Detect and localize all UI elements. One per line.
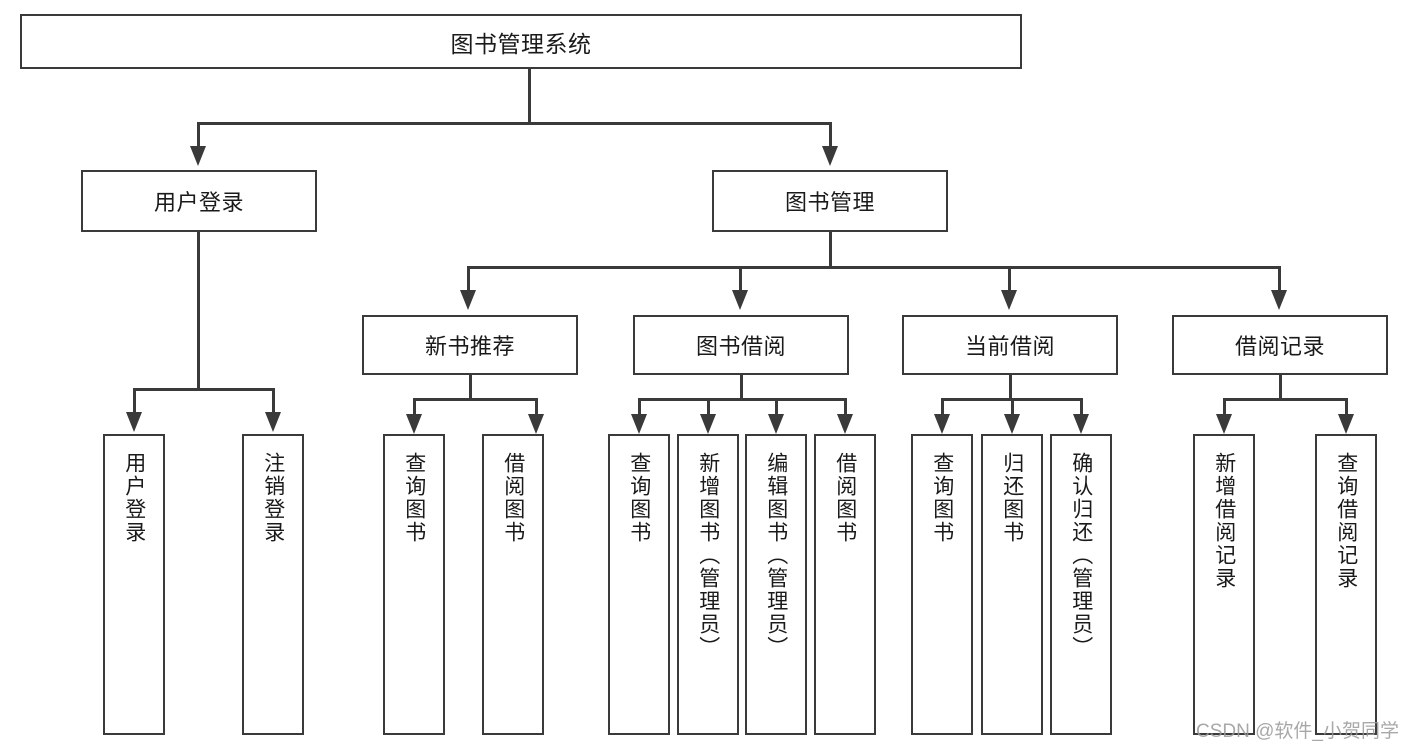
leaf-currentborrow-query-book[interactable]: 查询图书 [911,434,973,735]
arrow-bookmgmt-to-book-borrow [732,290,748,310]
arrow-currentborrow-leaf-1 [934,414,950,434]
arrow-user-login-leaf-2 [265,412,281,432]
connector-bookborrow-drop-4 [844,398,847,414]
connector-bookborrow-drop-2 [707,398,710,414]
connector-user-login-drop-1 [133,388,136,412]
node-label: 当前借阅 [964,334,1055,359]
connector-bookmgmt-drop-4 [1278,266,1281,290]
connector-bookborrow-drop-3 [775,398,778,414]
arrow-bookborrow-leaf-1 [631,414,647,434]
node-label: 用户登录 [153,190,244,215]
connector-bookmgmt-drop-2 [739,266,742,290]
leaf-borrowrecord-query-record[interactable]: 查询借阅记录 [1315,434,1377,735]
connector-newbook-bus [413,398,537,401]
arrow-borrowrecord-leaf-1 [1216,414,1232,434]
leaf-label: 新增图书（管理员） [696,452,720,659]
node-label: 图书管理 [784,190,875,215]
node-label: 新书推荐 [424,334,515,359]
leaf-bookborrow-query-book[interactable]: 查询图书 [608,434,670,735]
leaf-borrowrecord-add-record[interactable]: 新增借阅记录 [1193,434,1255,735]
leaf-label: 查询图书 [402,452,426,544]
connector-root-to-user-login [197,122,200,146]
connector-book-mgmt-stem [829,232,832,268]
node-label: 图书管理系统 [450,30,592,57]
connector-root-bus [197,122,831,125]
leaf-bookborrow-edit-book-admin[interactable]: 编辑图书（管理员） [745,434,807,735]
arrow-bookborrow-leaf-3 [768,414,784,434]
connector-borrowrecord-drop-1 [1223,398,1226,414]
connector-bookmgmt-drop-3 [1008,266,1011,290]
node-user-login[interactable]: 用户登录 [81,170,317,232]
arrow-bookmgmt-to-current-borrow [1001,290,1017,310]
leaf-label: 查询图书 [930,452,954,544]
connector-root-to-book-mgmt [829,122,832,146]
node-book-borrow[interactable]: 图书借阅 [633,315,849,375]
leaf-currentborrow-confirm-return-admin[interactable]: 确认归还（管理员） [1050,434,1112,735]
connector-currentborrow-drop-1 [941,398,944,414]
leaf-currentborrow-return-book[interactable]: 归还图书 [981,434,1043,735]
connector-borrowrecord-stem [1279,375,1282,400]
node-new-book-recommend[interactable]: 新书推荐 [362,315,578,375]
leaf-bookborrow-add-book-admin[interactable]: 新增图书（管理员） [677,434,739,735]
arrow-root-to-book-mgmt [822,146,838,166]
arrow-bookmgmt-to-borrow-record [1271,290,1287,310]
arrow-bookborrow-leaf-4 [837,414,853,434]
arrow-root-to-user-login [190,146,206,166]
arrow-newbook-leaf-2 [528,414,544,434]
arrow-currentborrow-leaf-2 [1004,414,1020,434]
leaf-newbook-query-book[interactable]: 查询图书 [383,434,445,735]
connector-user-login-bus [133,388,275,391]
arrow-user-login-leaf-1 [126,412,142,432]
connector-newbook-drop-2 [535,398,538,414]
leaf-label: 查询借阅记录 [1334,452,1358,590]
node-book-management[interactable]: 图书管理 [712,170,948,232]
leaf-label: 用户登录 [122,452,146,544]
leaf-label: 借阅图书 [833,452,857,544]
connector-borrowrecord-bus [1223,398,1347,401]
connector-user-login-drop-2 [272,388,275,412]
connector-currentborrow-drop-2 [1011,398,1014,414]
connector-root-stem [528,69,531,124]
connector-bookborrow-stem [740,375,743,400]
leaf-label: 借阅图书 [501,452,525,544]
connector-bookmgmt-drop-1 [467,266,470,290]
leaf-label: 编辑图书（管理员） [764,452,788,659]
arrow-bookborrow-leaf-2 [700,414,716,434]
arrow-newbook-leaf-1 [406,414,422,434]
connector-newbook-stem [469,375,472,400]
connector-bookborrow-drop-1 [638,398,641,414]
connector-borrowrecord-drop-2 [1345,398,1348,414]
connector-book-mgmt-bus [467,266,1280,269]
leaf-label: 确认归还（管理员） [1069,452,1093,659]
node-root-system[interactable]: 图书管理系统 [20,14,1022,69]
leaf-user-login-login[interactable]: 用户登录 [103,434,165,735]
node-label: 图书借阅 [695,334,786,359]
leaf-label: 查询图书 [627,452,651,544]
connector-bookborrow-bus [638,398,846,401]
connector-newbook-drop-1 [413,398,416,414]
leaf-label: 注销登录 [261,452,285,544]
arrow-currentborrow-leaf-3 [1073,414,1089,434]
node-label: 借阅记录 [1234,334,1325,359]
leaf-label: 新增借阅记录 [1212,452,1236,590]
node-current-borrow[interactable]: 当前借阅 [902,315,1118,375]
node-borrow-record[interactable]: 借阅记录 [1172,315,1388,375]
connector-user-login-stem [197,232,200,390]
leaf-newbook-borrow-book[interactable]: 借阅图书 [482,434,544,735]
arrow-bookmgmt-to-new-book [460,290,476,310]
connector-currentborrow-drop-3 [1080,398,1083,414]
connector-currentborrow-stem [1009,375,1012,400]
leaf-bookborrow-borrow-book[interactable]: 借阅图书 [814,434,876,735]
leaf-user-login-logout[interactable]: 注销登录 [242,434,304,735]
arrow-borrowrecord-leaf-2 [1338,414,1354,434]
leaf-label: 归还图书 [1000,452,1024,544]
